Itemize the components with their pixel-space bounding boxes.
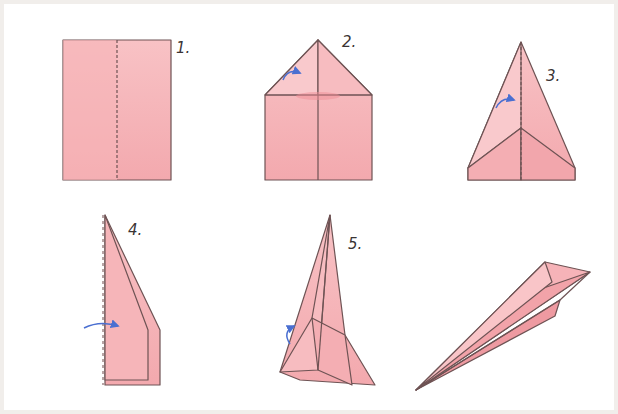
- step-number: 1.: [176, 40, 190, 57]
- step-4-sheet: [84, 215, 160, 385]
- step-number: 4.: [128, 222, 142, 239]
- step-2-sheet: [265, 40, 372, 180]
- step-number: 3.: [546, 68, 560, 85]
- step-1-sheet: [63, 40, 171, 180]
- step-number: 5.: [348, 236, 362, 253]
- finished-plane: [416, 262, 590, 390]
- step-5-sheet: [280, 215, 375, 385]
- step-number: 2.: [342, 34, 356, 51]
- step-3-sheet: [468, 42, 575, 180]
